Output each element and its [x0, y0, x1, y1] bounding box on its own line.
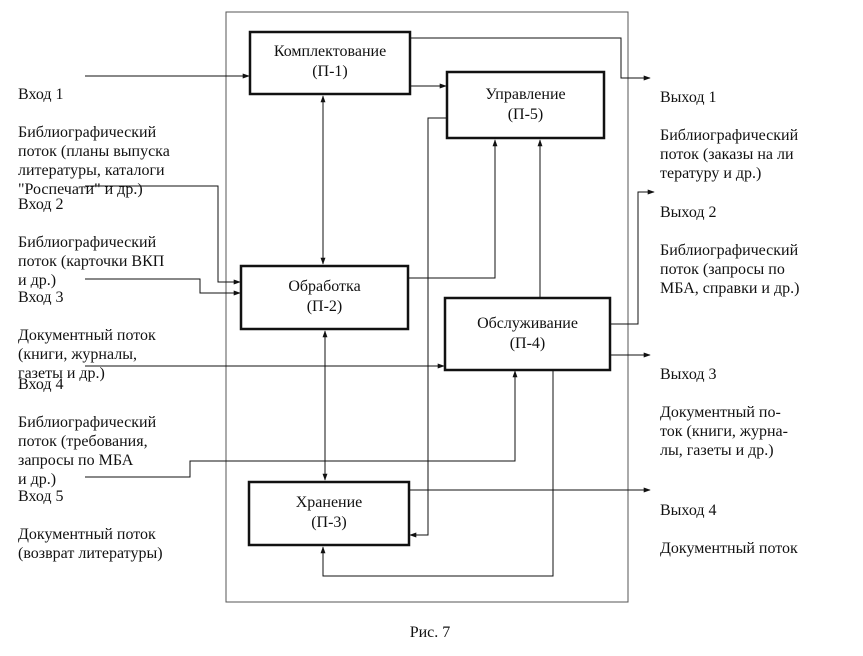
block-p3-name: Хранение: [295, 494, 363, 511]
block-p5-code: (П-5): [507, 106, 544, 123]
input-4-text: Библиографический поток (требования, зап…: [18, 414, 157, 488]
input-1-title: Вход 1: [18, 86, 64, 103]
output-3-text: Документный по- ток (книги, журна- лы, г…: [660, 404, 788, 459]
arrow-p4-p3: [320, 370, 554, 577]
input-2-title: Вход 2: [18, 196, 64, 213]
input-5-title: Вход 5: [18, 488, 64, 505]
input-2: Вход 2 Библиографический поток (карточки…: [18, 176, 164, 309]
output-3-title: Выход 3: [660, 366, 717, 383]
block-p4-name: Обслуживание: [477, 315, 578, 332]
input-4-title: Вход 4: [18, 376, 64, 393]
block-p5: Управление (П-5): [447, 85, 604, 125]
input-3-text: Документный поток (книги, журналы, газет…: [18, 327, 156, 382]
figure-caption: Рис. 7: [409, 624, 451, 641]
block-p3-code: (П-3): [311, 514, 347, 531]
input-4: Вход 4 Библиографический поток (требован…: [18, 356, 156, 508]
arrow-input-3: [85, 278, 241, 296]
input-1-text: Библиографический поток (планы выпуска л…: [18, 124, 170, 198]
block-p2-name: Обработка: [288, 278, 361, 295]
output-2: Выход 2 Библиографический поток (запросы…: [660, 184, 799, 317]
input-2-text: Библиографический поток (карточки ВКП и …: [18, 234, 165, 289]
block-p3-frame: [247, 480, 411, 547]
block-p5-frame: [445, 70, 606, 140]
output-1: Выход 1 Библиографический поток (заказы …: [660, 69, 798, 202]
input-3: Вход 3 Документный поток (книги, журналы…: [18, 269, 156, 402]
arrow-input-2: [85, 185, 241, 285]
block-p2: Обработка (П-2): [241, 277, 408, 317]
arrow-output-2: [610, 189, 655, 325]
input-5: Вход 5 Документный поток (возврат литера…: [18, 468, 163, 582]
block-p3: Хранение (П-3): [249, 493, 409, 533]
block-p5-name: Управление: [485, 86, 566, 103]
block-p1-name: Комплектование: [273, 43, 387, 60]
block-p2-code: (П-2): [306, 298, 343, 315]
output-2-title: Выход 2: [660, 204, 717, 221]
output-4: Выход 4 Документный поток: [660, 482, 798, 577]
block-p4: Обслуживание (П-4): [445, 314, 610, 354]
arrow-p2-p5: [408, 139, 498, 279]
input-1: Вход 1 Библиографический поток (планы вы…: [18, 66, 170, 218]
block-p2-frame: [239, 264, 410, 331]
arrow-input-5: [85, 370, 518, 478]
block-p4-frame: [443, 296, 612, 372]
arrow-output-1: [410, 37, 651, 81]
block-p1-frame: [248, 30, 412, 96]
output-1-title: Выход 1: [660, 89, 717, 106]
output-1-text: Библиографический поток (заказы на ли те…: [660, 127, 799, 182]
input-3-title: Вход 3: [18, 289, 64, 306]
block-p4-code: (П-4): [509, 335, 546, 352]
system-frame: [225, 11, 629, 603]
output-3: Выход 3 Документный по- ток (книги, журн…: [660, 346, 788, 479]
output-4-text: Документный поток: [660, 540, 798, 557]
block-p1-code: (П-1): [312, 63, 348, 80]
output-4-title: Выход 4: [660, 502, 717, 519]
output-2-text: Библиографический поток (запросы по МБА,…: [660, 242, 800, 297]
arrow-p5-p3: [409, 117, 446, 538]
block-p1: Комплектование (П-1): [250, 42, 410, 82]
input-5-text: Документный поток (возврат литературы): [18, 526, 163, 562]
